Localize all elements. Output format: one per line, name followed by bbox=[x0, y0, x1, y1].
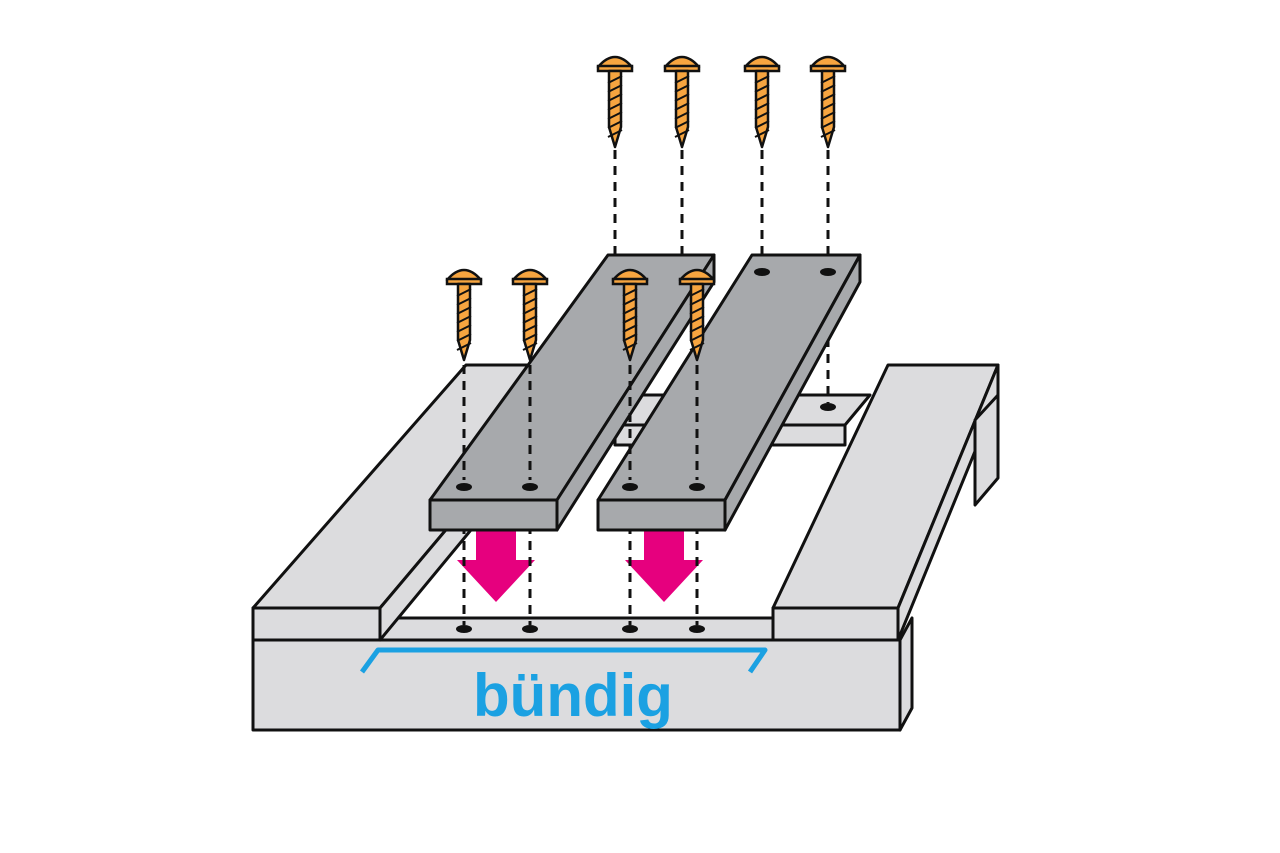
flush-label: bündig bbox=[473, 662, 673, 729]
hole bbox=[820, 268, 836, 276]
slat-right-side bbox=[723, 253, 862, 532]
hole bbox=[522, 625, 538, 633]
right-rail-leg bbox=[973, 393, 1000, 507]
screw-icon bbox=[809, 55, 847, 149]
hole bbox=[622, 483, 638, 491]
base-side-face bbox=[898, 616, 914, 732]
slat-left-front bbox=[428, 498, 559, 532]
arrows bbox=[457, 530, 703, 602]
slat-right bbox=[596, 253, 862, 532]
screw-icon bbox=[511, 268, 549, 362]
screw-icon bbox=[678, 268, 716, 362]
right-rail bbox=[771, 363, 1000, 642]
crossbeam-holes bbox=[456, 403, 836, 633]
screws bbox=[445, 55, 847, 362]
screw-icon bbox=[743, 55, 781, 149]
right-rail-front bbox=[771, 606, 900, 642]
down-arrow-icon bbox=[625, 530, 703, 602]
hole bbox=[689, 483, 705, 491]
slat-left bbox=[428, 253, 716, 532]
hole bbox=[522, 483, 538, 491]
hole bbox=[820, 403, 836, 411]
screw-icon bbox=[611, 268, 649, 362]
screw-icon bbox=[596, 55, 634, 149]
left-rail-front bbox=[251, 606, 382, 642]
hole bbox=[754, 268, 770, 276]
screw-icon bbox=[663, 55, 701, 149]
hole bbox=[456, 483, 472, 491]
screw-icon bbox=[445, 268, 483, 362]
hole bbox=[456, 625, 472, 633]
slat-right-front bbox=[596, 498, 727, 532]
hole bbox=[622, 625, 638, 633]
down-arrow-icon bbox=[457, 530, 535, 602]
hole bbox=[689, 625, 705, 633]
front-crossbeam-top bbox=[378, 616, 792, 642]
flush-measure-line bbox=[359, 647, 768, 674]
